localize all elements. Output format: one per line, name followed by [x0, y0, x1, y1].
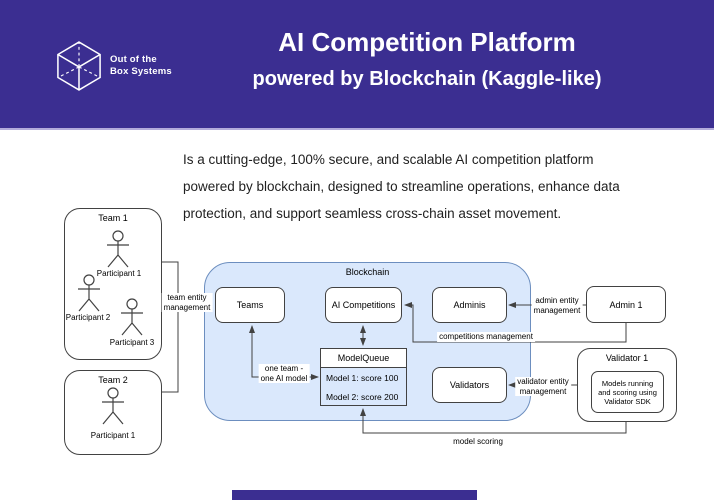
teams-node: Teams: [215, 287, 285, 323]
competitions-mgmt-label: competitions management: [437, 332, 535, 342]
team1-participant2-label: Participant 2: [65, 313, 111, 322]
admin-entity-label: admin entity management: [531, 296, 583, 315]
team-entity-label: team entity management: [161, 293, 213, 312]
blockchain-label: Blockchain: [345, 267, 390, 277]
intro-paragraph: Is a cutting-edge, 100% secure, and scal…: [183, 152, 620, 221]
team2-label: Team 2: [98, 375, 128, 385]
team2-box: Team 2: [64, 370, 162, 455]
adminis-node: Adminis: [432, 287, 507, 323]
team1-participant3-label: Participant 3: [109, 338, 155, 347]
page-title: AI Competition Platform: [278, 27, 576, 57]
modelqueue-title: ModelQueue: [321, 349, 406, 368]
modelqueue-table: ModelQueue Model 1: score 100 Model 2: s…: [320, 348, 407, 406]
team-merge-line: [162, 261, 179, 393]
admin1-node: Admin 1: [586, 286, 666, 323]
modelqueue-row-2: Model 2: score 200: [326, 391, 399, 402]
ai-competitions-node: AI Competitions: [325, 287, 402, 323]
team1-participant1-label: Participant 1: [96, 269, 142, 278]
header-banner: Out of the Box Systems AI Competition Pl…: [0, 0, 714, 130]
one-team-label: one team - one AI model: [258, 364, 310, 383]
footer-accent-bar: [232, 490, 477, 500]
validator-entity-label: validator entity management: [515, 377, 571, 396]
cube-logo-icon: [56, 40, 102, 92]
validator1-sdk-box: Models running and scoring using Validat…: [591, 371, 664, 413]
model-scoring-label: model scoring: [453, 437, 503, 446]
logo-text: Out of the Box Systems: [110, 54, 172, 77]
modelqueue-row-1: Model 1: score 100: [326, 372, 399, 383]
company-logo: Out of the Box Systems: [56, 40, 172, 92]
validators-node: Validators: [432, 367, 507, 403]
validator1-node: Validator 1 Models running and scoring u…: [577, 348, 677, 422]
validator1-label: Validator 1: [605, 353, 649, 363]
team2-participant1-label: Participant 1: [90, 431, 136, 440]
page-subtitle: powered by Blockchain (Kaggle-like): [252, 68, 602, 90]
team1-label: Team 1: [98, 213, 128, 223]
